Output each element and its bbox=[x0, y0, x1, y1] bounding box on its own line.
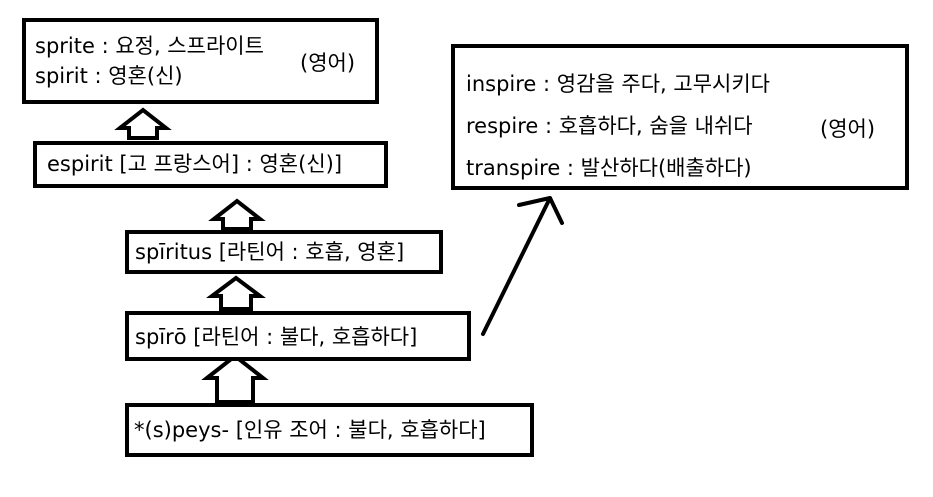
english-sprite-line: sprite : 요정, 스프라이트 bbox=[35, 34, 264, 58]
pie-root-box bbox=[125, 403, 534, 457]
latin-verb-text: spīrō [라틴어 : 불다, 호흡하다] bbox=[135, 325, 418, 349]
up-arrow-spiritus-to-espirit bbox=[208, 198, 266, 231]
derivative-respire-line: respire : 호흡하다, 숨을 내쉬다 bbox=[466, 114, 753, 138]
derivative-transpire-line: transpire : 발산하다(배출하다) bbox=[466, 156, 752, 180]
up-arrow-spiro-to-spiritus bbox=[206, 275, 266, 311]
diagonal-arrow-spiro-to-derivatives bbox=[481, 196, 564, 336]
latin-verb-box bbox=[125, 311, 471, 361]
derivatives-language-label: (영어) bbox=[820, 117, 876, 141]
english-language-label: (영어) bbox=[300, 51, 356, 75]
derivative-inspire-line: inspire : 영감을 주다, 고무시키다 bbox=[466, 72, 770, 96]
derivatives-box bbox=[451, 44, 909, 190]
up-arrow-espirit-to-english bbox=[114, 107, 172, 140]
english-spirit-line: spirit : 영혼(신) bbox=[35, 64, 183, 88]
latin-noun-text: spīritus [라틴어 : 호흡, 영혼] bbox=[135, 240, 405, 264]
pie-root-text: *(s)peys- [인유 조어 : 불다, 호흡하다] bbox=[134, 418, 486, 442]
old-french-box bbox=[33, 141, 388, 188]
latin-noun-box bbox=[125, 230, 443, 274]
old-french-text: espirit [고 프랑스어] : 영혼(신)] bbox=[47, 152, 343, 176]
up-arrow-root-to-spiro bbox=[201, 353, 269, 404]
english-box bbox=[22, 18, 379, 104]
